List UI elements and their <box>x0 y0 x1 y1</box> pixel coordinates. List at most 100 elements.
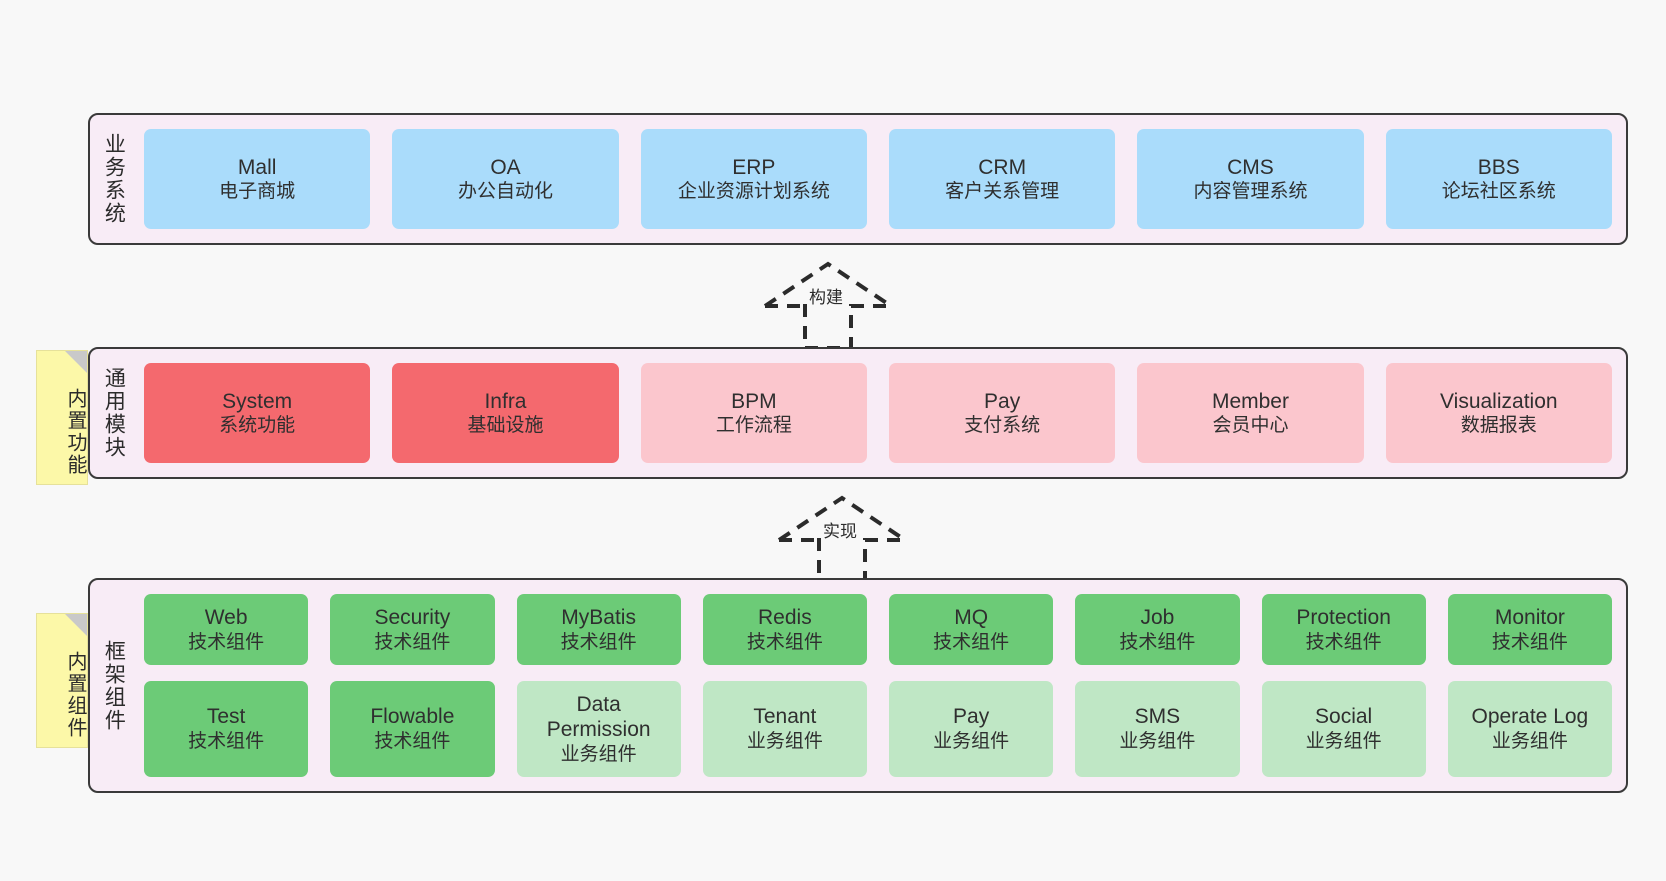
card-title-cn: 企业资源计划系统 <box>677 181 830 203</box>
layer-framework-component: 框架组件 Web 技术组件 Security 技术组件 MyBatis 技术组件… <box>88 578 1628 793</box>
card-redis[interactable]: Redis 技术组件 <box>702 594 867 665</box>
card-bbs[interactable]: BBS 论坛社区系统 <box>1385 129 1612 229</box>
layer-common-module: 通用模块 System 系统功能 Infra 基础设施 BPM 工作流程 Pay… <box>88 347 1628 479</box>
card-title-en: Redis <box>758 605 812 629</box>
card-title-en: Mall <box>237 155 277 179</box>
card-row: Mall 电子商城 OA 办公自动化 ERP 企业资源计划系统 CRM 客户关系… <box>144 129 1612 229</box>
card-title-cn: 技术组件 <box>188 631 265 653</box>
card-title-en: Protection <box>1296 605 1391 629</box>
card-member[interactable]: Member 会员中心 <box>1137 363 1364 463</box>
card-title-cn: 技术组件 <box>374 731 451 753</box>
card-title-en: SMS <box>1134 705 1181 729</box>
card-title-en: OA <box>490 155 521 179</box>
note-builtin-components: 内置组件 <box>36 613 88 748</box>
card-web[interactable]: Web 技术组件 <box>144 594 309 665</box>
layer-title-business-system: 业务系统 <box>102 133 126 225</box>
card-mq[interactable]: MQ 技术组件 <box>889 594 1054 665</box>
note-text: 内置功能 <box>64 387 86 476</box>
card-bpm[interactable]: BPM 工作流程 <box>640 363 867 463</box>
card-title-cn: 数据报表 <box>1460 415 1537 437</box>
card-title-cn: 技术组件 <box>1119 631 1196 653</box>
card-title-cn: 技术组件 <box>188 731 265 753</box>
card-title-cn: 业务组件 <box>1305 731 1382 753</box>
card-mall[interactable]: Mall 电子商城 <box>144 129 371 229</box>
card-title-cn: 工作流程 <box>715 415 792 437</box>
card-test[interactable]: Test 技术组件 <box>144 680 309 778</box>
card-oa[interactable]: OA 办公自动化 <box>392 129 619 229</box>
card-grid-common-module: System 系统功能 Infra 基础设施 BPM 工作流程 Pay 支付系统… <box>136 349 1626 477</box>
card-flowable[interactable]: Flowable 技术组件 <box>330 680 495 778</box>
card-title-cn: 业务组件 <box>746 731 823 753</box>
card-title-en: Pay <box>953 705 990 729</box>
card-title-cn: 基础设施 <box>467 415 544 437</box>
card-operate-log[interactable]: Operate Log 业务组件 <box>1447 680 1612 778</box>
card-title-en: Data Permission <box>546 692 651 742</box>
note-builtin-features: 内置功能 <box>36 350 88 485</box>
layer-title-common-module: 通用模块 <box>102 367 126 459</box>
card-cms[interactable]: CMS 内容管理系统 <box>1137 129 1364 229</box>
card-title-en: ERP <box>732 155 776 179</box>
card-system[interactable]: System 系统功能 <box>144 363 371 463</box>
card-security[interactable]: Security 技术组件 <box>330 594 495 665</box>
card-title-cn: 业务组件 <box>1119 731 1196 753</box>
card-sms[interactable]: SMS 业务组件 <box>1075 680 1240 778</box>
card-title-cn: 技术组件 <box>560 631 637 653</box>
card-title-en: Monitor <box>1494 605 1565 629</box>
card-grid-framework-component: Web 技术组件 Security 技术组件 MyBatis 技术组件 Redi… <box>136 580 1626 791</box>
card-title-cn: 技术组件 <box>1305 631 1382 653</box>
card-title-en: Visualization <box>1440 389 1558 413</box>
note-fold-icon <box>65 351 87 373</box>
card-data-permission[interactable]: Data Permission 业务组件 <box>516 680 681 778</box>
card-title-en: Tenant <box>753 705 817 729</box>
card-tenant[interactable]: Tenant 业务组件 <box>702 680 867 778</box>
card-title-cn: 技术组件 <box>1491 631 1568 653</box>
card-title-en: BBS <box>1477 155 1520 179</box>
layer-business-system: 业务系统 Mall 电子商城 OA 办公自动化 ERP 企业资源计划系统 CRM… <box>88 113 1628 245</box>
card-title-en: CMS <box>1227 155 1274 179</box>
card-erp[interactable]: ERP 企业资源计划系统 <box>640 129 867 229</box>
card-grid-business-system: Mall 电子商城 OA 办公自动化 ERP 企业资源计划系统 CRM 客户关系… <box>136 115 1626 243</box>
connector-label-implement: 实现 <box>823 522 857 541</box>
card-title-cn: 支付系统 <box>964 415 1041 437</box>
card-crm[interactable]: CRM 客户关系管理 <box>888 129 1116 229</box>
card-title-cn: 系统功能 <box>219 415 296 437</box>
card-title-en: System <box>222 389 293 413</box>
card-title-en: MyBatis <box>561 605 636 629</box>
card-social[interactable]: Social 业务组件 <box>1261 680 1426 778</box>
card-title-en: Flowable <box>370 705 455 729</box>
card-title-en: Security <box>374 605 451 629</box>
card-monitor[interactable]: Monitor 技术组件 <box>1447 594 1612 665</box>
card-title-cn: 业务组件 <box>560 743 637 765</box>
card-title-cn: 电子商城 <box>219 181 296 203</box>
card-row: Test 技术组件 Flowable 技术组件 Data Permission … <box>144 680 1612 778</box>
card-title-cn: 论坛社区系统 <box>1441 181 1556 203</box>
card-title-en: Social <box>1315 705 1373 729</box>
card-title-cn: 技术组件 <box>746 631 823 653</box>
card-visualization[interactable]: Visualization 数据报表 <box>1385 363 1612 463</box>
card-title-en: MQ <box>954 605 989 629</box>
card-title-en: Pay <box>984 389 1021 413</box>
card-infra[interactable]: Infra 基础设施 <box>392 363 619 463</box>
card-job[interactable]: Job 技术组件 <box>1075 594 1240 665</box>
note-fold-icon <box>65 614 87 636</box>
card-title-cn: 技术组件 <box>933 631 1010 653</box>
card-title-en: CRM <box>978 155 1027 179</box>
card-pay[interactable]: Pay 支付系统 <box>888 363 1116 463</box>
card-mybatis[interactable]: MyBatis 技术组件 <box>516 594 681 665</box>
card-title-cn: 内容管理系统 <box>1193 181 1308 203</box>
connector-build: 构建 <box>750 258 930 350</box>
note-text: 内置组件 <box>64 650 86 739</box>
card-pay-business[interactable]: Pay 业务组件 <box>889 680 1054 778</box>
card-protection[interactable]: Protection 技术组件 <box>1261 594 1426 665</box>
card-title-en: Member <box>1211 389 1289 413</box>
card-title-en: Infra <box>484 389 527 413</box>
card-row: Web 技术组件 Security 技术组件 MyBatis 技术组件 Redi… <box>144 594 1612 665</box>
card-title-cn: 办公自动化 <box>457 181 553 203</box>
card-row: System 系统功能 Infra 基础设施 BPM 工作流程 Pay 支付系统… <box>144 363 1612 463</box>
card-title-en: Test <box>206 705 246 729</box>
card-title-cn: 会员中心 <box>1212 415 1289 437</box>
card-title-en: Web <box>204 605 248 629</box>
card-title-en: Job <box>1140 605 1175 629</box>
card-title-cn: 技术组件 <box>374 631 451 653</box>
card-title-en: Operate Log <box>1471 705 1589 729</box>
